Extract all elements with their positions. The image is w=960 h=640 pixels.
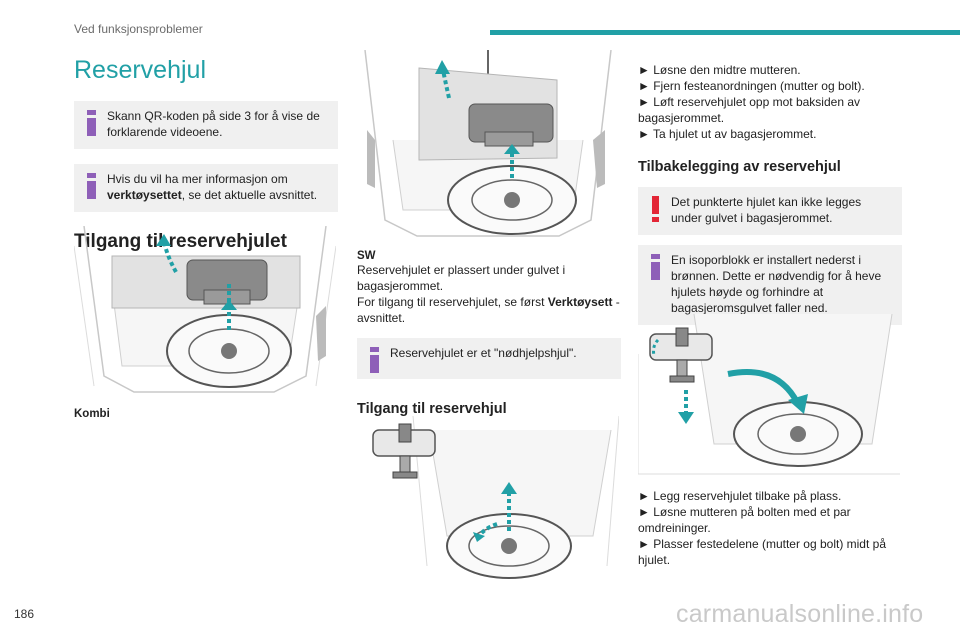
note-text-bold: verktøysettet: [107, 188, 182, 202]
triangle-bullet-icon: ►: [638, 79, 654, 93]
triangle-bullet-icon: ►: [638, 127, 653, 141]
info-note-styrofoam: En isoporblokk er installert nederst i b…: [638, 245, 902, 325]
steps-bottom: ► Legg reservehjulet tilbake på plass. ►…: [638, 488, 902, 568]
step-item: ► Løsne mutteren på bolten med et par om…: [638, 505, 851, 535]
triangle-bullet-icon: ►: [638, 505, 654, 519]
paragraph-location: Reservehjulet er plassert under gulvet i…: [357, 263, 566, 293]
step-item: ► Legg reservehjulet tilbake på plass.: [638, 489, 842, 503]
kombi-trunk-illustration: [74, 226, 336, 393]
subsection-heading: Tilbakelegging av reservehjul: [638, 159, 841, 175]
note-text-suffix: , se det aktuelle avsnittet.: [181, 188, 318, 202]
note-text-prefix: Hvis du vil ha mer informasjon om: [107, 172, 288, 186]
column-middle: SW Reservehjulet er plassert under gulve…: [357, 250, 621, 417]
warning-note: Det punkterte hjulet kan ikke legges und…: [638, 187, 902, 235]
note-text: Reservehjulet er et "nødhjelpshjul".: [390, 346, 577, 360]
note-text: Skann QR-koden på side 3 for å vise de f…: [107, 109, 320, 139]
subsection-heading: Tilgang til reservehjul: [357, 401, 507, 417]
note-text: En isoporblokk er installert nederst i b…: [671, 253, 882, 315]
section-heading: Tilgang til reservehjulet: [74, 231, 287, 252]
wheel-replace-illustration: [638, 314, 900, 475]
caption-sw: SW: [357, 250, 376, 262]
toolkit-reference: Verktøysett: [547, 295, 613, 309]
warning-text: Det punkterte hjulet kan ikke legges und…: [671, 195, 862, 225]
step-item: ► Ta hjulet ut av bagasjerommet.: [638, 127, 817, 141]
info-note-emergency-wheel: Reservehjulet er et "nødhjelpshjul".: [357, 338, 621, 379]
info-note-qr: Skann QR-koden på side 3 for å vise de f…: [74, 101, 338, 149]
paragraph-access-suffix: -avsnittet.: [357, 295, 620, 325]
step-item: ► Løft reservehjulet opp mot baksiden av…: [638, 95, 860, 125]
info-note-toolkit: Hvis du vil ha mer informasjon om verktø…: [74, 164, 338, 212]
step-item: ► Fjern festeanordningen (mutter og bolt…: [638, 79, 865, 93]
sw-trunk-illustration: [364, 50, 612, 237]
steps-top: ► Løsne den midtre mutteren. ► Fjern fes…: [638, 62, 902, 142]
watermark: carmanualsonline.info: [676, 600, 924, 628]
triangle-bullet-icon: ►: [638, 489, 654, 503]
triangle-bullet-icon: ►: [638, 63, 654, 77]
steps-bottom-column: ► Legg reservehjulet tilbake på plass. ►…: [638, 488, 902, 568]
step-item: ► Løsne den midtre mutteren.: [638, 63, 801, 77]
info-icon: [87, 110, 96, 136]
paragraph-access-prefix: For tilgang til reservehjulet, se først: [357, 295, 545, 309]
warning-icon: [652, 196, 659, 222]
column-left: Reservehjul Skann QR-koden på side 3 for…: [74, 50, 338, 253]
info-icon: [87, 173, 96, 199]
paragraph-access: For tilgang til reservehjulet, se først …: [357, 294, 621, 326]
page-title: Reservehjul: [74, 56, 207, 84]
triangle-bullet-icon: ►: [638, 95, 654, 109]
column-right: ► Løsne den midtre mutteren. ► Fjern fes…: [638, 62, 902, 325]
page-number: 186: [14, 607, 35, 621]
info-icon: [370, 347, 379, 373]
caption-kombi: Kombi: [74, 408, 110, 420]
section-header: Ved funksjonsproblemer: [74, 22, 203, 36]
info-icon: [651, 254, 660, 280]
wheel-access-illustration: [372, 416, 619, 579]
header-accent-bar: [490, 30, 960, 35]
step-item: ► Plasser festedelene (mutter og bolt) m…: [638, 537, 886, 567]
triangle-bullet-icon: ►: [638, 537, 654, 551]
